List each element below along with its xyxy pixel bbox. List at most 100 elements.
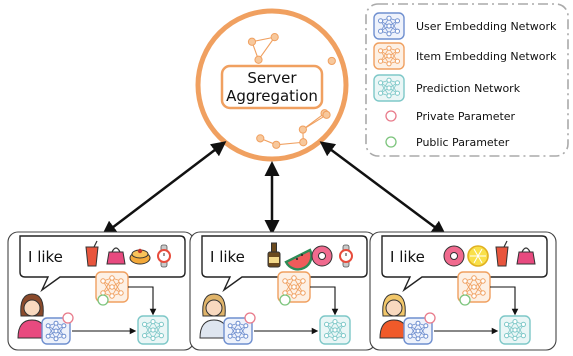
network-node — [340, 333, 346, 339]
handbag-icon — [106, 247, 126, 265]
network-node — [142, 333, 148, 339]
network-node — [386, 23, 392, 29]
server-node: Server Aggregation — [195, 8, 349, 162]
network-node — [407, 333, 413, 339]
network-edge — [111, 280, 122, 297]
network-node — [407, 323, 413, 329]
mesh-edge — [276, 141, 304, 146]
network-node — [394, 18, 400, 24]
network-node — [53, 320, 59, 326]
network-node — [150, 319, 156, 325]
drink-cup-icon — [85, 240, 99, 267]
network-node — [386, 61, 392, 67]
mesh-node — [272, 140, 281, 149]
mesh-node — [322, 110, 331, 119]
network-node — [227, 333, 233, 339]
network-node — [100, 278, 106, 284]
connection-arrows — [101, 141, 447, 236]
prediction-network-icon — [137, 315, 169, 345]
network-edge — [284, 277, 295, 294]
flow-arrow-item-to-prediction — [128, 286, 157, 316]
network-edge — [229, 322, 239, 337]
network-node — [480, 278, 486, 284]
flow-arrow-item-to-prediction — [490, 286, 519, 316]
network-node — [462, 278, 468, 284]
public-parameter-icon — [279, 294, 291, 306]
public-parameter-icon — [385, 136, 397, 148]
lemon-slice-icon — [467, 245, 489, 267]
network-edge — [152, 324, 162, 339]
network-edge — [237, 322, 247, 337]
network-node — [394, 90, 400, 96]
network-edge — [111, 277, 122, 294]
server-neural-mesh — [247, 33, 336, 149]
network-node — [378, 48, 384, 54]
network-edge — [293, 280, 304, 297]
mesh-node — [298, 125, 307, 134]
donut-icon — [311, 245, 333, 267]
woman-brown-hair-avatar — [17, 293, 47, 339]
network-node — [471, 284, 477, 290]
client-panel: I like — [7, 231, 195, 351]
woman-blonde-hair-avatar — [379, 293, 409, 339]
network-node — [324, 333, 330, 339]
network-node — [378, 58, 384, 64]
network-edge — [55, 322, 65, 337]
network-node — [512, 319, 518, 325]
network-node — [415, 320, 421, 326]
pancake-icon — [129, 248, 151, 265]
network-node — [158, 333, 164, 339]
network-edge — [473, 280, 484, 297]
network-node — [53, 336, 59, 342]
network-edge — [409, 322, 419, 337]
network-node — [300, 278, 306, 284]
network-node — [243, 333, 249, 339]
network-edge — [464, 277, 475, 294]
network-edge — [293, 277, 304, 294]
network-node — [471, 275, 477, 281]
network-node — [386, 53, 392, 59]
watermelon-icon — [284, 248, 313, 271]
network-node — [158, 321, 164, 327]
network-edge — [284, 280, 295, 297]
network-node — [61, 323, 67, 329]
network-edge — [326, 321, 336, 336]
network-edge — [417, 322, 427, 337]
wristwatch-icon — [339, 244, 353, 268]
network-edge — [229, 325, 239, 340]
network-node — [291, 275, 297, 281]
network-edge — [47, 322, 57, 337]
mesh-edge — [302, 114, 327, 131]
network-edge — [506, 324, 516, 339]
network-edge — [144, 321, 154, 336]
network-edge — [464, 280, 475, 297]
network-node — [150, 327, 156, 333]
network-edge — [237, 325, 247, 340]
network-edge — [326, 324, 336, 339]
network-edge — [55, 325, 65, 340]
mesh-node — [299, 138, 308, 147]
network-node — [109, 293, 115, 299]
public-parameter-icon — [97, 294, 109, 306]
mesh-node — [254, 55, 263, 64]
man-blond-hair-avatar — [199, 293, 229, 339]
speech-text: I like — [210, 248, 245, 266]
mesh-node — [327, 56, 336, 66]
network-node — [386, 93, 392, 99]
network-node — [480, 290, 486, 296]
user-embedding-network-icon — [403, 317, 433, 345]
network-edge — [417, 325, 427, 340]
network-edge — [47, 325, 57, 340]
network-node — [332, 319, 338, 325]
server-label-box — [220, 64, 324, 110]
speech-bubble — [19, 235, 186, 293]
network-node — [150, 335, 156, 341]
network-node — [386, 85, 392, 91]
network-node — [394, 58, 400, 64]
network-edge — [152, 321, 162, 336]
network-node — [61, 333, 67, 339]
donut-icon — [443, 245, 465, 267]
network-node — [332, 327, 338, 333]
network-node — [109, 284, 115, 290]
